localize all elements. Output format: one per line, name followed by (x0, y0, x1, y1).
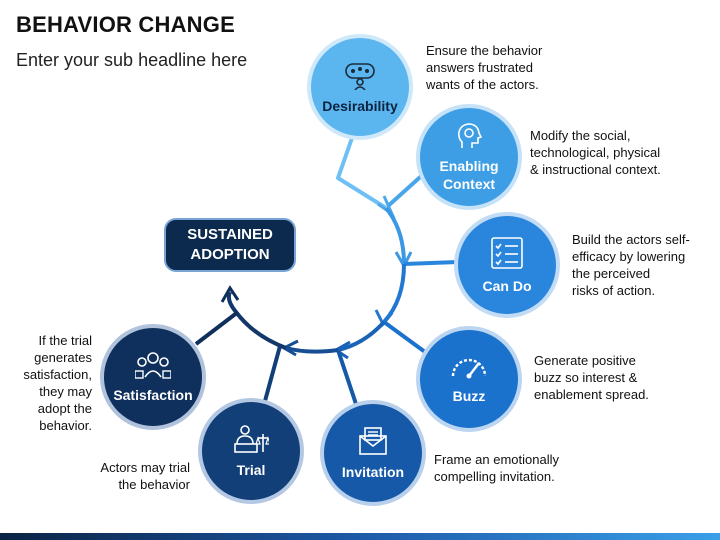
satisfaction-label: Satisfaction (113, 386, 193, 403)
center-line-2: ADOPTION (190, 246, 270, 263)
people-ideas-icon (343, 60, 377, 93)
presenter-scale-icon (233, 424, 271, 457)
head-gear-icon (456, 122, 483, 153)
enabling-label-2: Context (442, 175, 496, 192)
desirability-label: Desirability (322, 97, 398, 114)
buzz-label: Buzz (452, 387, 486, 404)
connector-desirability (336, 137, 388, 210)
arc-bottom (285, 346, 339, 354)
node-invitation: Invitation (320, 400, 426, 506)
node-satisfaction: Satisfaction (100, 324, 206, 430)
enabling-description: Modify the social, technological, physic… (530, 128, 661, 177)
arc-upper (384, 206, 406, 265)
buzz-description: Generate positive buzz so interest & ena… (534, 353, 649, 402)
desirability-description: Ensure the behavior answers frustrated w… (426, 43, 543, 92)
node-desirability: Desirability (307, 34, 413, 140)
enabling-label-1: Enabling (439, 157, 499, 174)
can-do-description: Build the actors self- efficacy by lower… (572, 232, 690, 298)
satisfaction-description: If the trial generates satisfaction, the… (23, 333, 92, 433)
happy-people-icon (134, 351, 172, 382)
gauge-icon (449, 354, 489, 383)
node-enabling-context: Enabling Context (416, 104, 522, 210)
checklist-icon (490, 236, 524, 273)
invitation-description: Frame an emotionally compelling invitati… (434, 452, 559, 484)
trial-description: Actors may trial the behavior (100, 460, 190, 492)
envelope-icon (358, 426, 388, 459)
trial-label: Trial (236, 461, 266, 478)
node-trial: Trial (198, 398, 304, 504)
arc-lower (337, 320, 386, 352)
center-line-1: SUSTAINED (187, 226, 273, 243)
page-subtitle: Enter your sub headline here (16, 50, 248, 70)
node-can-do: Can Do (454, 212, 560, 318)
bottom-accent-bar (0, 533, 720, 540)
can-do-label: Can Do (482, 277, 532, 294)
arrowhead-6 (220, 285, 240, 303)
arc-mid (382, 263, 406, 324)
connector-satisfaction (194, 310, 240, 346)
page-title: BEHAVIOR CHANGE (16, 12, 235, 37)
connector-invitation (336, 349, 358, 405)
connector-cando (403, 260, 459, 266)
arc-left (226, 291, 287, 350)
invitation-label: Invitation (341, 463, 405, 480)
sustained-adoption-box: SUSTAINED ADOPTION (164, 218, 296, 272)
node-buzz: Buzz (416, 326, 522, 432)
